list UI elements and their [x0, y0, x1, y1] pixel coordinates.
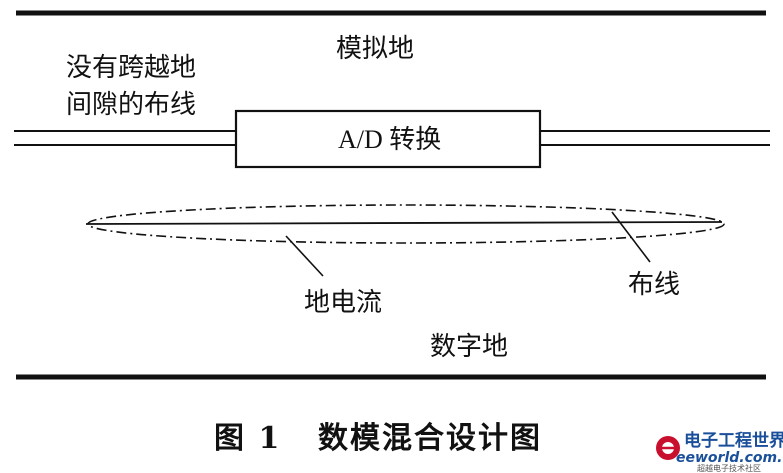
trace-leader	[611, 211, 651, 263]
figure-number: 图 1	[214, 421, 281, 456]
no-cross-trace-label-line1: 没有跨越地	[66, 53, 196, 83]
ground-current-label: 地电流	[304, 288, 382, 318]
watermark-tagline: 超越电子技术社区	[697, 463, 761, 473]
ground-current-leader	[285, 235, 324, 277]
ad-converter-box	[234, 109, 542, 169]
figure-title: 数模混合设计图	[318, 421, 542, 456]
watermark-url: eeworld.com.cn	[676, 450, 783, 466]
digital-ground-label: 数字地	[430, 332, 508, 362]
no-cross-trace-label-line2: 间隙的布线	[66, 90, 196, 120]
ad-converter-label: A/D 转换	[338, 125, 441, 154]
eeworld-watermark: 电子工程世界 eeworld.com.cn 超越电子技术社区	[656, 430, 783, 473]
trace-label: 布线	[628, 270, 680, 300]
watermark-site-name: 电子工程世界	[684, 430, 783, 451]
analog-ground-label: 模拟地	[336, 34, 414, 64]
trace-line	[85, 221, 723, 225]
